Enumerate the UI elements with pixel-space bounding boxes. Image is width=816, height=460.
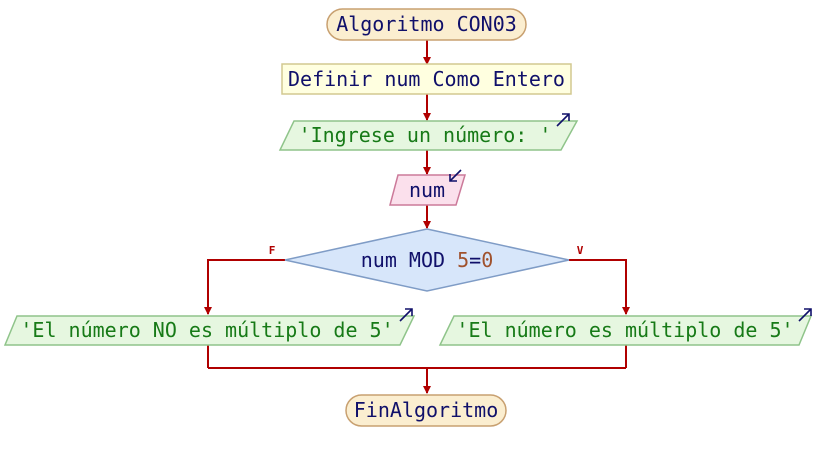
condition-right: 0 <box>481 248 493 272</box>
branch-true-label: V <box>577 244 584 257</box>
define-block: Definir num Como Entero <box>281 63 572 95</box>
arrow-true-branch <box>569 259 630 315</box>
input-var: num <box>409 178 445 202</box>
condition-op: = <box>469 248 481 272</box>
condition-text: num MOD 5=0 <box>361 248 493 272</box>
input-arrow-icon <box>449 169 462 182</box>
branch-false-label: F <box>269 244 276 257</box>
output-true-text: 'El número es múltiplo de 5' <box>456 318 793 342</box>
output-false-block: 'El número NO es múltiplo de 5' <box>3 308 416 346</box>
define-label: Definir num Como Entero <box>288 67 565 91</box>
start-label: Algoritmo CON03 <box>336 12 517 36</box>
end-label: FinAlgoritmo <box>354 398 499 422</box>
decision-block: num MOD 5=0 F V <box>269 228 584 292</box>
output-false-text: 'El número NO es múltiplo de 5' <box>20 318 393 342</box>
input-block: num <box>389 169 467 206</box>
output-true-arrow-icon <box>798 308 812 322</box>
start-terminal: Algoritmo CON03 <box>326 8 527 41</box>
arrow-false-branch <box>204 259 285 315</box>
output-true-block: 'El número es múltiplo de 5' <box>438 308 813 346</box>
end-terminal: FinAlgoritmo <box>345 394 507 427</box>
condition-number: 5 <box>457 248 469 272</box>
output-prompt-text: 'Ingrese un número: ' <box>299 123 552 147</box>
output-false-arrow-icon <box>399 308 413 322</box>
output-arrow-icon <box>556 113 570 127</box>
output-prompt-block: 'Ingrese un número: ' <box>278 113 579 151</box>
connectors <box>204 40 630 394</box>
condition-left: num MOD <box>361 248 457 272</box>
